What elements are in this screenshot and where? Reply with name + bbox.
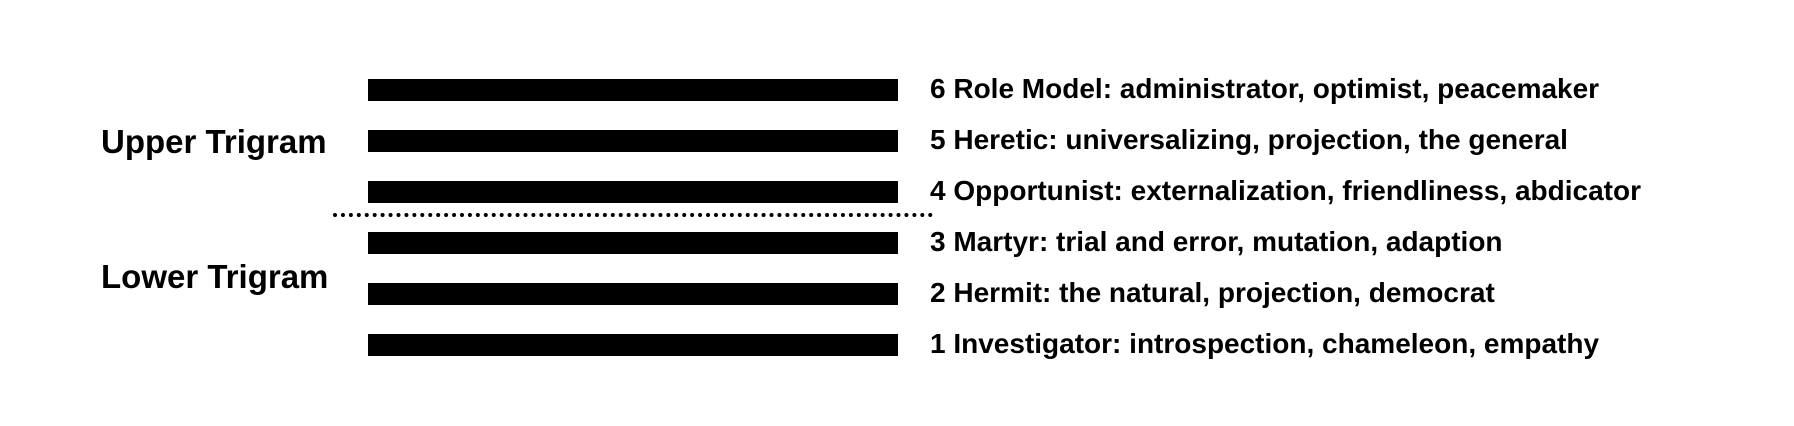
line-5-bar bbox=[368, 130, 898, 152]
line-1-row: 1 Investigator: introspection, chameleon… bbox=[0, 330, 1794, 374]
line-5-label: 5 Heretic: universalizing, projection, t… bbox=[930, 124, 1568, 155]
line-4-row: 4 Opportunist: externalization, friendli… bbox=[0, 177, 1794, 221]
line-1-bar bbox=[368, 334, 898, 356]
upper-trigram-label: Upper Trigram bbox=[101, 123, 327, 160]
line-3-row: 3 Martyr: trial and error, mutation, ada… bbox=[0, 228, 1794, 272]
line-6-bar bbox=[368, 79, 898, 101]
lower-trigram-label: Lower Trigram bbox=[101, 258, 329, 295]
line-3-bar bbox=[368, 232, 898, 254]
line-1-label: 1 Investigator: introspection, chameleon… bbox=[930, 328, 1600, 359]
line-4-label: 4 Opportunist: externalization, friendli… bbox=[930, 175, 1642, 206]
line-2-bar bbox=[368, 283, 898, 305]
line-4-bar bbox=[368, 181, 898, 203]
trigram-divider bbox=[333, 213, 933, 217]
line-5-row: 5 Heretic: universalizing, projection, t… bbox=[0, 126, 1794, 170]
line-2-label: 2 Hermit: the natural, projection, democ… bbox=[930, 277, 1495, 308]
line-2-row: 2 Hermit: the natural, projection, democ… bbox=[0, 279, 1794, 323]
line-6-label: 6 Role Model: administrator, optimist, p… bbox=[930, 73, 1600, 104]
line-3-label: 3 Martyr: trial and error, mutation, ada… bbox=[930, 226, 1503, 257]
line-6-row: 6 Role Model: administrator, optimist, p… bbox=[0, 75, 1794, 119]
